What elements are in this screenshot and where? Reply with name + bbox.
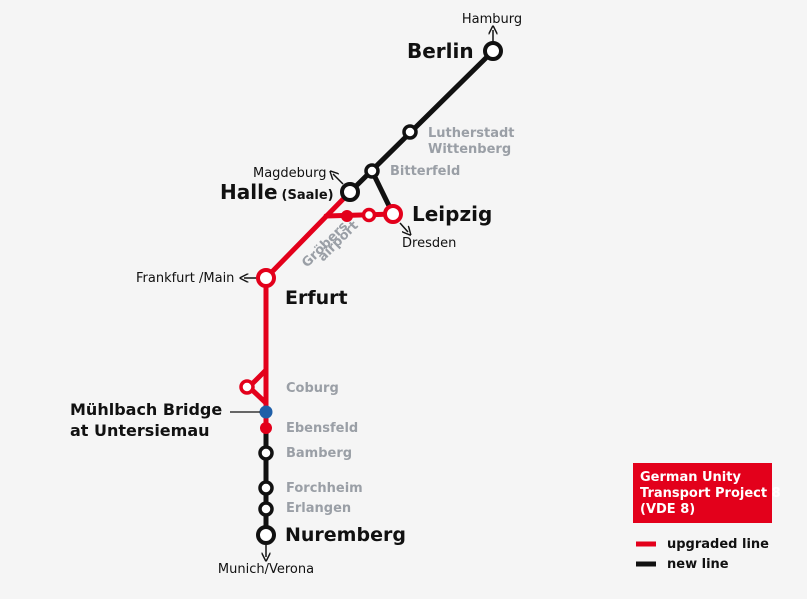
label-munich: Munich/Verona (218, 562, 314, 577)
station-berlin[interactable] (483, 41, 503, 61)
legend-title-3: (VDE 8) (640, 502, 695, 517)
legend-upgraded-label: upgraded line (667, 537, 769, 552)
label-coburg: Coburg (286, 381, 339, 396)
label-bridge-2: at Untersiemau (70, 421, 210, 440)
station-grobers[interactable] (341, 210, 353, 222)
label-forchheim: Forchheim (286, 481, 363, 496)
label-lutherstadt-2: Wittenberg (428, 142, 511, 157)
legend-title-2: Transport Project 8 (640, 486, 781, 501)
label-bridge-1: Mühlbach Bridge (70, 400, 222, 419)
station-lutherstadt-wittenberg[interactable] (402, 124, 418, 140)
arrow-dresden (399, 222, 408, 232)
label-hamburg: Hamburg (462, 12, 522, 27)
label-bamberg: Bamberg (286, 446, 352, 461)
station-erfurt[interactable] (256, 268, 276, 288)
station-leipzig[interactable] (383, 204, 403, 224)
label-magdeburg: Magdeburg (253, 166, 327, 181)
label-leipzig: Leipzig (412, 202, 492, 226)
station-forchheim[interactable] (258, 480, 274, 496)
station-bitterfeld[interactable] (364, 163, 380, 179)
station-airport[interactable] (361, 207, 377, 223)
label-erfurt: Erfurt (285, 287, 348, 309)
arrow-magdeburg (333, 174, 344, 185)
station-coburg[interactable] (239, 379, 255, 395)
label-ebensfeld: Ebensfeld (286, 421, 358, 436)
label-nuremberg: Nuremberg (285, 524, 406, 546)
station-bamberg[interactable] (258, 445, 274, 461)
legend-new-label: new line (667, 557, 729, 572)
station-halle[interactable] (340, 182, 360, 202)
label-lutherstadt-1: Lutherstadt (428, 126, 514, 141)
label-halle-name: Halle (220, 180, 278, 204)
legend-title-1: German Unity (640, 470, 741, 485)
label-berlin: Berlin (407, 39, 474, 63)
station-ebensfeld[interactable] (260, 422, 272, 434)
label-bitterfeld: Bitterfeld (390, 164, 460, 179)
line-leipzig-junction (323, 211, 396, 219)
label-halle: Halle (Saale) (220, 180, 334, 204)
label-halle-suffix: (Saale) (282, 188, 334, 203)
label-frankfurt: Frankfurt /Main (136, 271, 234, 286)
label-erlangen: Erlangen (286, 501, 351, 516)
station-bridge[interactable] (259, 405, 273, 419)
line-halle-erfurt (263, 189, 353, 281)
label-dresden: Dresden (402, 236, 456, 251)
legend-title-box (633, 463, 772, 523)
station-erlangen[interactable] (258, 501, 274, 517)
station-nuremberg[interactable] (256, 525, 276, 545)
